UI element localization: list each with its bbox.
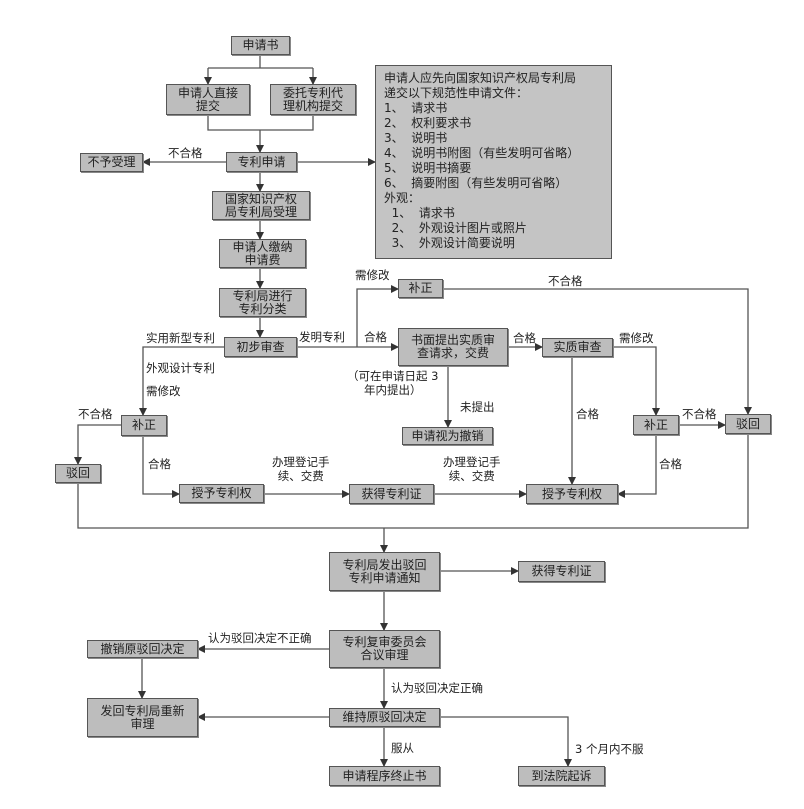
label-unqualified: 不合格 [78, 407, 113, 421]
node-reject-left: 驳回 [55, 464, 101, 483]
arrow-to-reject-left [74, 424, 121, 465]
label-deem-correct: 认为驳回决定正确 [391, 681, 483, 695]
label-register-fee: 办理登记手 续、交费 [443, 455, 501, 483]
label-deadline-note: （可在申请日起 3 年内提出） [347, 369, 439, 397]
label-qualified: 合格 [364, 330, 387, 344]
node-agent-submit: 委托专利代 理机构提交 [270, 84, 356, 115]
arrow-to-reject-right-top [443, 288, 752, 415]
info-item: 3、 外观设计简要说明 [384, 236, 515, 250]
info-design-heading: 外观： [384, 191, 421, 205]
node-certificate-bottom: 获得专利证 [518, 561, 605, 582]
node-patent-application: 专利申请 [226, 152, 297, 172]
label-qualified: 合格 [659, 457, 682, 471]
info-intro: 申请人应先向国家知识产权局专利局 递交以下规范性申请文件： [384, 71, 577, 100]
label-need-modify: 需修改 [355, 268, 390, 282]
info-item: 5、 说明书摘要 [384, 161, 472, 175]
label-comply: 服从 [391, 741, 414, 755]
node-prelim-exam: 初步审查 [224, 337, 297, 357]
node-certificate-mid: 获得专利证 [349, 484, 434, 504]
label-utility-model: 实用新型专利 [146, 331, 215, 345]
info-item: 3、 说明书 [384, 131, 448, 145]
arrow-to-correction-top [356, 285, 399, 347]
node-cnipa-accept: 国家知识产权 局专利局受理 [212, 191, 310, 220]
node-reject-right: 驳回 [725, 414, 771, 434]
arrow-to-grant-left [142, 436, 180, 498]
info-item: 4、 说明书附图（有些发明可省略） [384, 146, 580, 160]
node-grant-right: 授予专利权 [526, 484, 618, 504]
node-sue-court: 到法院起诉 [518, 766, 605, 786]
label-disagree-3-months: 3 个月内不服 [575, 742, 644, 756]
label-qualified: 合格 [513, 331, 536, 345]
node-classify: 专利局进行 专利分类 [219, 288, 306, 317]
info-item: 1、 请求书 [384, 101, 448, 115]
label-design-patent: 外观设计专利 [146, 361, 215, 375]
label-qualified: 合格 [148, 457, 171, 471]
info-item: 6、 摘要附图（有些发明可省略） [384, 176, 568, 190]
node-revoke-rejection: 撤销原驳回决定 [87, 640, 198, 658]
arrow-to-correction-left [139, 346, 224, 416]
node-request-substantive: 书面提出实质审 查请求，交费 [398, 328, 508, 366]
info-item: 1、 请求书 [384, 206, 455, 220]
label-unqualified: 不合格 [682, 407, 717, 421]
node-termination: 申请程序终止书 [329, 766, 440, 786]
node-not-accepted: 不予受理 [80, 153, 143, 172]
label-unqualified: 不合格 [168, 146, 203, 160]
label-need-modify: 需修改 [619, 331, 654, 345]
node-deemed-withdrawn: 申请视为撤销 [402, 427, 493, 445]
node-grant-left: 授予专利权 [179, 484, 264, 503]
node-uphold-rejection: 维持原驳回决定 [329, 708, 440, 727]
node-reexam-board: 专利复审委员会 合议审理 [329, 630, 440, 668]
label-register-fee: 办理登记手 续、交费 [272, 455, 330, 483]
node-correction-top: 补正 [398, 279, 443, 298]
label-deem-incorrect: 认为驳回决定不正确 [208, 631, 312, 645]
info-item: 2、 外观设计图片或照片 [384, 221, 527, 235]
node-direct-submit: 申请人直接 提交 [166, 84, 250, 115]
node-rejection-notice: 专利局发出驳回 专利申请通知 [329, 552, 440, 591]
edge-reject-merge [77, 434, 749, 529]
node-pay-fee: 申请人缴纳 申请费 [219, 239, 306, 268]
arrow-correction-grant [617, 435, 657, 498]
node-application-doc: 申请书 [231, 36, 290, 55]
label-need-modify: 需修改 [146, 384, 181, 398]
arrow-to-correction-right [613, 346, 660, 416]
label-unqualified: 不合格 [548, 274, 583, 288]
label-invention-patent: 发明专利 [299, 330, 345, 344]
node-correction-left: 补正 [121, 415, 167, 436]
edge-merge [207, 115, 314, 131]
label-qualified: 合格 [576, 407, 599, 421]
arrow-to-court [440, 716, 572, 767]
node-correction-right: 补正 [633, 415, 679, 435]
label-not-submitted: 未提出 [460, 400, 495, 414]
node-substantive-exam: 实质审查 [542, 338, 613, 357]
info-item: 2、 权利要求书 [384, 116, 472, 130]
node-return-reexam: 发回专利局重新 审理 [87, 698, 198, 737]
